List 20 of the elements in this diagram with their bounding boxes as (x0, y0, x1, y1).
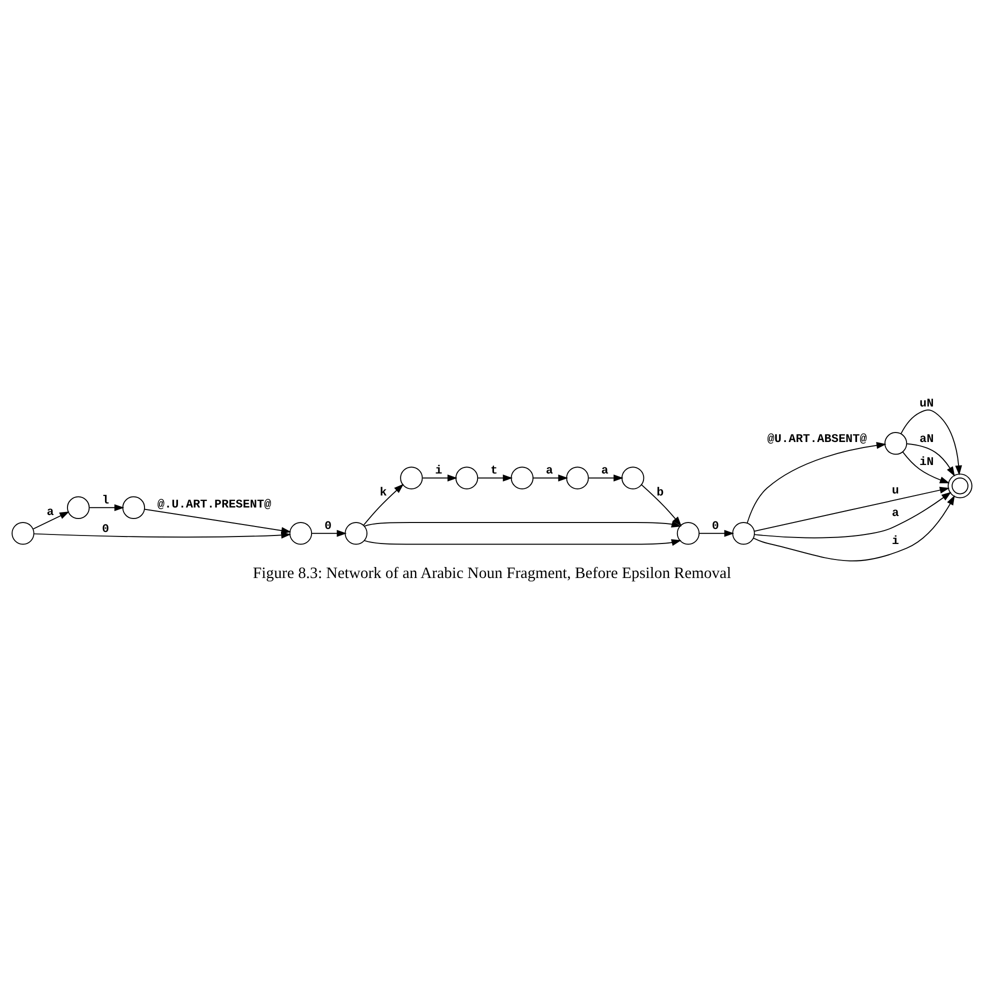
edge-label: 0 (102, 521, 110, 536)
edge-label: t (490, 463, 498, 478)
edge-label: @.U.ART.PRESENT@ (157, 496, 272, 511)
edge-label: iN (920, 454, 934, 468)
caption: Figure 8.3: Network of an Arabic Noun Fragment, Before Epsilon Removal (252, 564, 732, 582)
edge-label: aN (920, 432, 934, 446)
edge-label: a (46, 504, 54, 519)
edge-label: l (102, 492, 110, 507)
edge-label: u (892, 482, 899, 497)
edge-label: 0 (712, 518, 720, 533)
edge-label: i (892, 533, 899, 548)
edge-label: @U.ART.ABSENT@ (767, 432, 867, 446)
edge-label: b (656, 484, 664, 499)
edge-label: a (892, 506, 899, 520)
edge-label: a (601, 463, 608, 478)
edge-label: i (435, 463, 442, 478)
edge-label: 0 (324, 518, 332, 533)
edge-label: k (380, 484, 387, 499)
edge-label: a (546, 463, 553, 478)
edge-label: uN (920, 396, 934, 410)
